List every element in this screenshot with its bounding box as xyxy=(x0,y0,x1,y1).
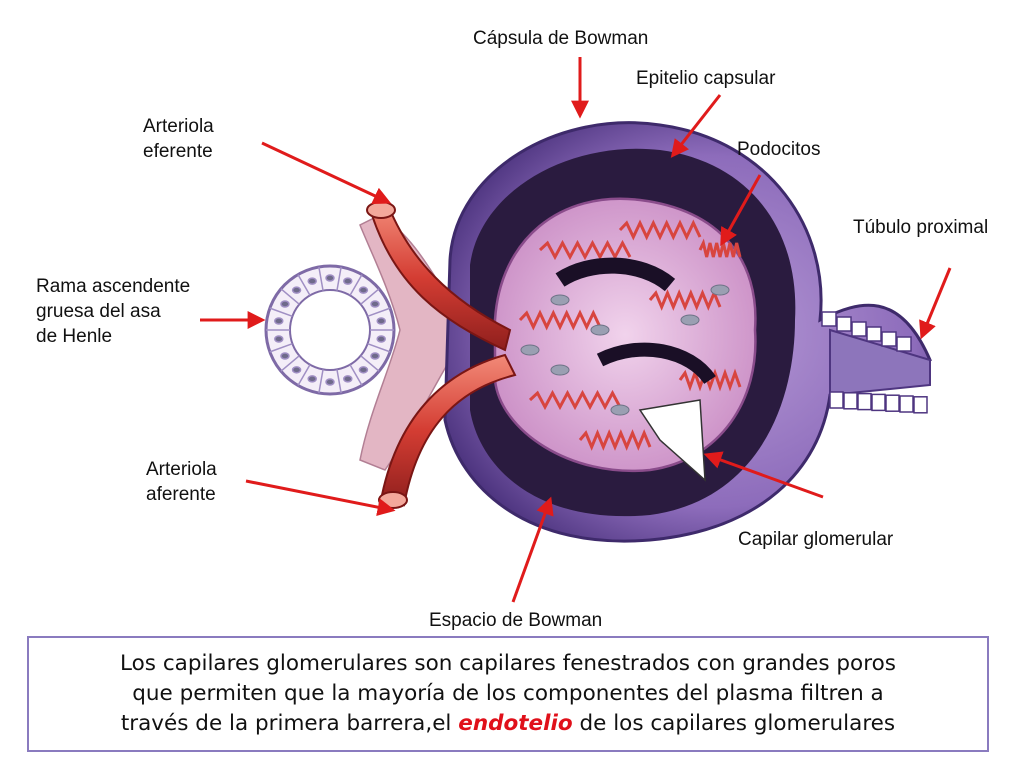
tubule-cell xyxy=(851,321,867,337)
henle-cell-nucleus xyxy=(376,335,386,343)
henle-cell-nucleus xyxy=(274,317,284,325)
tubule-cell xyxy=(881,331,897,347)
capillary-loop xyxy=(528,389,622,411)
henle-cell-wall xyxy=(349,274,363,296)
pointer-arrows xyxy=(200,57,952,603)
henle-loop-ring xyxy=(264,264,396,396)
henle-cell-wall xyxy=(280,288,300,305)
tubule-cell xyxy=(913,396,928,414)
capillary-loop xyxy=(648,289,722,311)
tubule-cell xyxy=(885,394,900,412)
tubule-cell xyxy=(829,391,844,409)
henle-cell-nucleus xyxy=(358,286,369,294)
tubule-cell xyxy=(899,395,914,413)
henle-cell-nucleus xyxy=(343,277,353,285)
henle-cell-nucleus xyxy=(291,286,302,294)
arrow-capilar-glomerular xyxy=(703,451,824,499)
henle-cell-nucleus xyxy=(370,300,380,308)
label-arteriola-aferente-line: aferente xyxy=(146,484,216,505)
arrow-arteriola-aferente xyxy=(245,479,396,517)
tubule-cell xyxy=(866,326,882,342)
tubule-cell xyxy=(821,311,837,327)
label-rama-ascendente: Rama ascendente gruesa del asa de Henle xyxy=(36,274,190,349)
arrow-espacio-bowman xyxy=(511,496,554,603)
henle-cell-nucleus xyxy=(370,352,380,360)
caption-box: Los capilares glomerulares son capilares… xyxy=(27,636,989,752)
efferent-arteriole xyxy=(366,201,512,352)
arrow-arteriola-eferente xyxy=(261,141,392,205)
henle-cell-wall xyxy=(367,342,391,353)
tubule-cell xyxy=(836,316,852,332)
podocyte-nucleus xyxy=(610,404,630,416)
henle-cell-wall xyxy=(318,266,324,291)
caption-line-3: través de la primera barrera,el endoteli… xyxy=(121,709,895,739)
henle-cell-nucleus xyxy=(376,317,386,325)
henle-cell-wall xyxy=(349,364,363,386)
henle-cell-wall xyxy=(336,266,342,291)
henle-cell-wall xyxy=(297,274,311,296)
caption-emphasis-endotelio: endotelio xyxy=(458,711,573,736)
capillary-loop xyxy=(678,368,742,392)
caption-line-1: Los capilares glomerulares son capilares… xyxy=(120,651,896,676)
henle-cell-wall xyxy=(360,355,380,372)
henle-cell-wall xyxy=(360,288,380,305)
capillary-loop xyxy=(698,238,742,258)
capillary-loop xyxy=(578,429,652,451)
label-capilar-glomerular: Capilar glomerular xyxy=(738,529,894,550)
arrow-podocitos xyxy=(720,174,762,247)
label-capsula-bowman: Cápsula de Bowman xyxy=(473,28,649,49)
henle-cell-nucleus xyxy=(280,352,290,360)
henle-cell-nucleus xyxy=(274,335,284,343)
label-arteriola-aferente: Arteriola aferente xyxy=(146,457,217,507)
podocyte-nucleus xyxy=(550,364,570,376)
henle-cell-wall xyxy=(318,369,324,394)
label-rama-ascendente-line: de Henle xyxy=(36,326,113,347)
label-rama-ascendente-line: gruesa del asa xyxy=(36,301,161,322)
label-podocitos: Podocitos xyxy=(737,139,821,160)
tubule-cell xyxy=(871,393,886,412)
podocyte-nucleus xyxy=(520,344,540,356)
podocyte-nucleus xyxy=(680,314,700,326)
label-tubulo-proximal: Túbulo proximal xyxy=(853,217,989,238)
henle-cell-wall xyxy=(269,307,293,318)
henle-cell-nucleus xyxy=(291,366,302,374)
label-arteriola-eferente-line: Arteriola xyxy=(143,116,214,137)
henle-cell-wall xyxy=(367,307,391,318)
henle-cell-wall xyxy=(280,355,300,372)
henle-cell-wall xyxy=(297,364,311,386)
label-arteriola-aferente-line: Arteriola xyxy=(146,459,217,480)
caption-line-3-start: través de la primera barrera,el xyxy=(120,711,459,736)
henle-cell-nucleus xyxy=(307,277,317,285)
capillary-loop xyxy=(618,219,702,241)
arrow-epitelio-capsular xyxy=(670,94,722,158)
henle-cell-nucleus xyxy=(358,366,369,374)
renal-corpuscle-illustration xyxy=(200,57,952,603)
capillary-loop xyxy=(538,239,632,261)
podocyte-nucleus xyxy=(710,284,730,296)
podocyte-nucleus xyxy=(590,324,610,336)
proximal-tubule-cells xyxy=(821,311,928,414)
caption-line-3-end: de los capilares glomerulares xyxy=(572,711,896,736)
label-epitelio-capsular: Epitelio capsular xyxy=(636,68,776,89)
henle-cell-nucleus xyxy=(280,300,290,308)
caption-line-2: que permiten que la mayoría de los compo… xyxy=(132,681,884,706)
label-arteriola-eferente-line: eferente xyxy=(143,141,213,162)
tubule-cell xyxy=(857,392,872,411)
henle-cell-nucleus xyxy=(325,378,335,386)
henle-cell-wall xyxy=(269,342,293,353)
tubule-cell xyxy=(896,336,912,352)
podocyte-nucleus xyxy=(550,294,570,306)
label-espacio-bowman: Espacio de Bowman xyxy=(429,610,603,631)
henle-cell-nucleus xyxy=(325,274,335,282)
glomerular-tuft xyxy=(493,197,757,482)
capillary-loop xyxy=(518,309,602,331)
henle-cell-nucleus xyxy=(307,375,317,383)
arrow-tubulo-proximal xyxy=(919,267,952,340)
henle-cell-wall xyxy=(336,369,342,394)
label-rama-ascendente-line: Rama ascendente xyxy=(36,276,191,297)
label-arteriola-eferente: Arteriola eferente xyxy=(143,114,214,164)
tubule-cell xyxy=(843,392,858,410)
henle-cell-nucleus xyxy=(343,375,353,383)
